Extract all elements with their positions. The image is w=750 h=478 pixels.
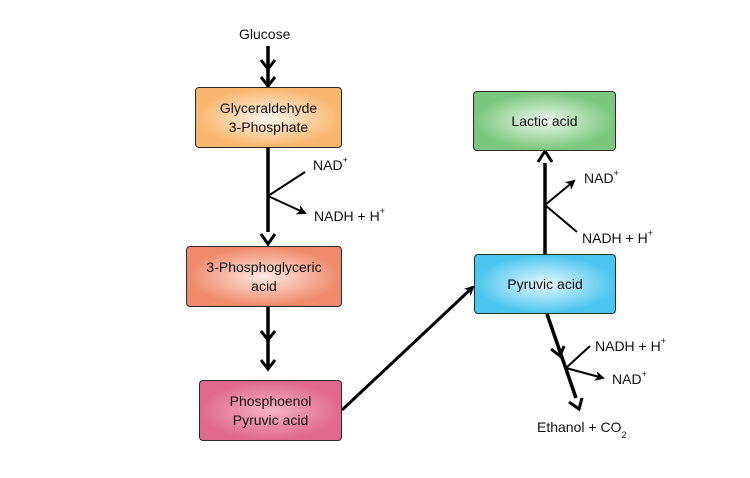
subscript-two: 2 bbox=[621, 429, 627, 440]
node-line-2: Pyruvic acid bbox=[232, 411, 309, 428]
plus-sup: + bbox=[342, 155, 348, 166]
branch-nadh-out-1 bbox=[267, 195, 307, 215]
nadh-text: NADH + H bbox=[582, 230, 648, 246]
branch-nadh-in-3 bbox=[565, 345, 591, 369]
plus-sup: + bbox=[641, 369, 647, 380]
ethanol-text: Ethanol + CO bbox=[537, 419, 622, 435]
label-glucose: Glucose bbox=[239, 25, 290, 43]
arrowhead-pga-1 bbox=[259, 330, 277, 343]
arrowhead-glucose-1 bbox=[259, 59, 277, 72]
arrowhead-glucose-2 bbox=[259, 76, 277, 89]
plus-sup: + bbox=[647, 228, 653, 239]
nadh-text: NADH + H bbox=[595, 338, 661, 354]
node-line-1: Lactic acid bbox=[511, 112, 578, 129]
label-nad-2: NAD+ bbox=[584, 169, 619, 187]
branch-nad-out-3 bbox=[565, 367, 605, 381]
arrow-pep-to-pyruvic bbox=[340, 285, 475, 412]
branch-nad-in-1 bbox=[267, 171, 306, 197]
node-line-1: Glyceraldehyde bbox=[219, 99, 318, 116]
arrowhead-ethanol-mid bbox=[550, 345, 566, 359]
nad-text: NAD bbox=[612, 371, 642, 387]
node-line-1: Phosphoenol bbox=[229, 392, 312, 409]
node-line-1: Pyruvic acid bbox=[507, 275, 583, 292]
label-ethanol: Ethanol + CO2 bbox=[537, 418, 626, 439]
arrowhead-g3p-to-pga bbox=[259, 233, 277, 247]
plus-sup: + bbox=[660, 336, 666, 347]
plus-sup: + bbox=[379, 206, 385, 217]
arrowhead-pyruvic-to-lactic bbox=[536, 148, 554, 163]
nad-text: NAD bbox=[313, 157, 343, 173]
branch-nad-out-2 bbox=[544, 179, 576, 206]
label-nad-1: NAD+ bbox=[313, 156, 348, 174]
label-nadh-2: NADH + H+ bbox=[582, 229, 653, 247]
plus-sup: + bbox=[613, 168, 619, 179]
arrowhead-pyruvic-to-ethanol bbox=[568, 397, 584, 412]
nadh-text: NADH + H bbox=[314, 208, 380, 224]
node-pyruvic-acid: Pyruvic acid bbox=[474, 254, 616, 314]
label-nadh-1: NADH + H+ bbox=[314, 207, 385, 225]
arrowhead-pga-2 bbox=[259, 359, 277, 372]
label-nad-3: NAD+ bbox=[612, 370, 647, 388]
node-line-1: 3-Phosphoglyceric bbox=[206, 258, 322, 275]
node-glyceraldehyde-3-phosphate: Glyceraldehyde 3-Phosphate bbox=[195, 87, 342, 148]
node-lactic-acid: Lactic acid bbox=[473, 91, 616, 151]
node-3-phosphoglyceric-acid: 3-Phosphoglyceric acid bbox=[186, 246, 342, 307]
node-line-2: 3-Phosphate bbox=[228, 118, 309, 135]
nad-text: NAD bbox=[584, 170, 614, 186]
glucose-text: Glucose bbox=[239, 26, 291, 42]
branch-nadh-in-2 bbox=[544, 204, 578, 233]
node-line-2: acid bbox=[251, 277, 277, 294]
label-nadh-3: NADH + H+ bbox=[595, 337, 666, 355]
node-phosphoenol-pyruvic-acid: Phosphoenol Pyruvic acid bbox=[199, 380, 342, 441]
